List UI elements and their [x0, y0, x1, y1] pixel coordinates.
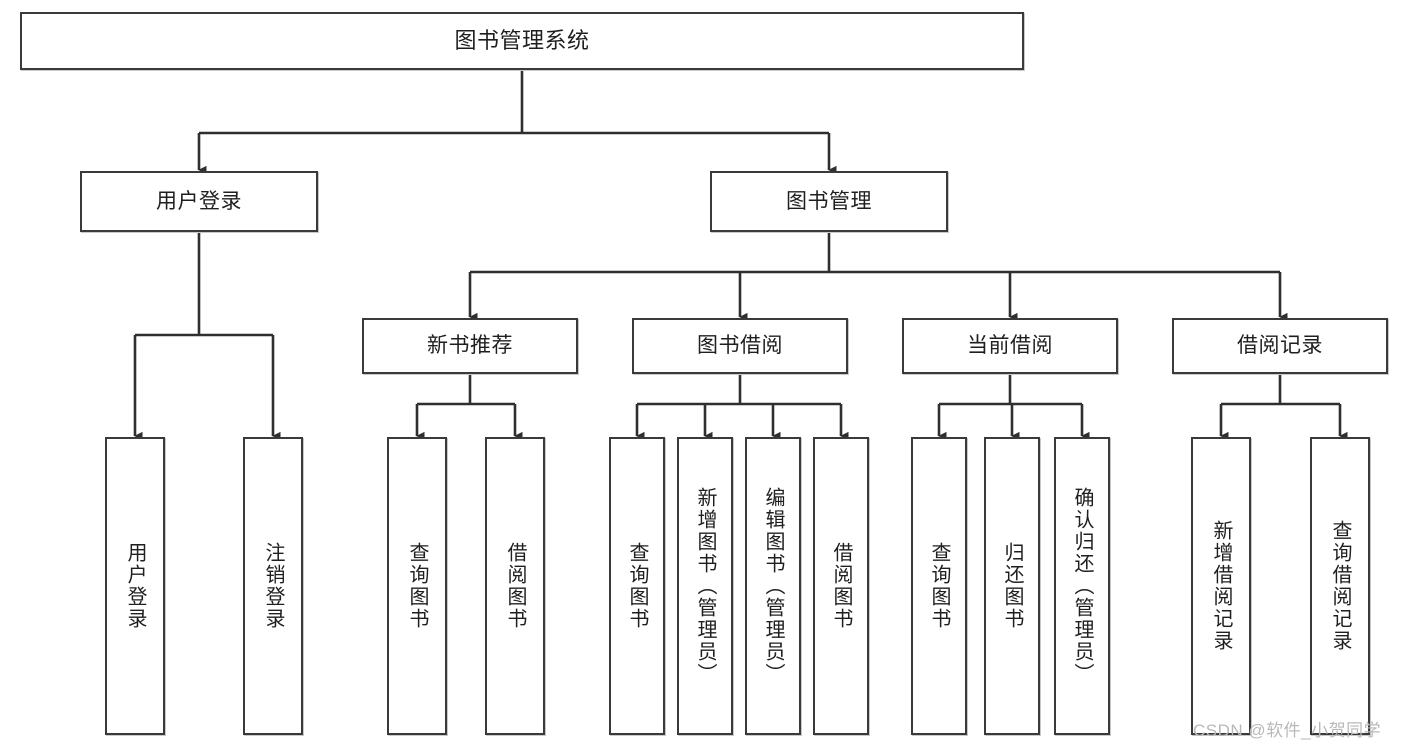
node-leaf-query-book-borrow[interactable]: 查询图书	[609, 437, 665, 735]
node-leaf-add-record[interactable]: 新增借阅记录	[1191, 437, 1251, 735]
node-label-leaf-borrow-book-recommend: 借阅图书	[504, 542, 526, 630]
node-label-user-login: 用户登录	[156, 189, 242, 213]
node-label-leaf-query-book-current: 查询图书	[928, 542, 950, 630]
node-label-leaf-confirm-return: 确认归还（管理员）	[1071, 487, 1093, 685]
node-leaf-borrow-book-recommend[interactable]: 借阅图书	[485, 437, 545, 735]
node-leaf-user-login[interactable]: 用户登录	[105, 437, 165, 735]
node-leaf-return-book[interactable]: 归还图书	[984, 437, 1040, 735]
node-label-current-borrow: 当前借阅	[967, 334, 1053, 358]
node-leaf-logout[interactable]: 注销登录	[243, 437, 303, 735]
node-label-leaf-user-login: 用户登录	[124, 542, 146, 630]
node-leaf-edit-book[interactable]: 编辑图书（管理员）	[745, 437, 801, 735]
node-label-borrow-record: 借阅记录	[1237, 334, 1323, 358]
node-root[interactable]: 图书管理系统	[20, 12, 1024, 70]
node-borrow-record[interactable]: 借阅记录	[1172, 318, 1388, 374]
node-label-new-book-recommend: 新书推荐	[427, 334, 513, 358]
node-label-leaf-query-book-borrow: 查询图书	[626, 542, 648, 630]
node-label-leaf-return-book: 归还图书	[1001, 542, 1023, 630]
node-leaf-query-book-recommend[interactable]: 查询图书	[387, 437, 447, 735]
node-label-book-management: 图书管理	[786, 189, 872, 213]
node-label-leaf-query-record: 查询借阅记录	[1329, 520, 1351, 652]
node-label-book-borrow: 图书借阅	[697, 334, 783, 358]
node-leaf-query-record[interactable]: 查询借阅记录	[1310, 437, 1370, 735]
edge-group	[133, 70, 1348, 441]
node-label-leaf-add-record: 新增借阅记录	[1210, 520, 1232, 652]
node-label-leaf-add-book: 新增图书（管理员）	[694, 487, 716, 685]
node-book-management[interactable]: 图书管理	[710, 171, 948, 232]
node-current-borrow[interactable]: 当前借阅	[902, 318, 1118, 374]
node-book-borrow[interactable]: 图书借阅	[632, 318, 848, 374]
node-leaf-query-book-current[interactable]: 查询图书	[911, 437, 967, 735]
node-label-leaf-borrow-book: 借阅图书	[830, 542, 852, 630]
node-label-leaf-logout: 注销登录	[262, 542, 284, 630]
node-leaf-confirm-return[interactable]: 确认归还（管理员）	[1054, 437, 1110, 735]
node-user-login[interactable]: 用户登录	[80, 171, 318, 232]
node-label-root: 图书管理系统	[454, 27, 590, 53]
node-new-book-recommend[interactable]: 新书推荐	[362, 318, 578, 374]
node-leaf-borrow-book[interactable]: 借阅图书	[813, 437, 869, 735]
node-leaf-add-book[interactable]: 新增图书（管理员）	[677, 437, 733, 735]
node-label-leaf-edit-book: 编辑图书（管理员）	[762, 487, 784, 685]
node-label-leaf-query-book-recommend: 查询图书	[406, 542, 428, 630]
